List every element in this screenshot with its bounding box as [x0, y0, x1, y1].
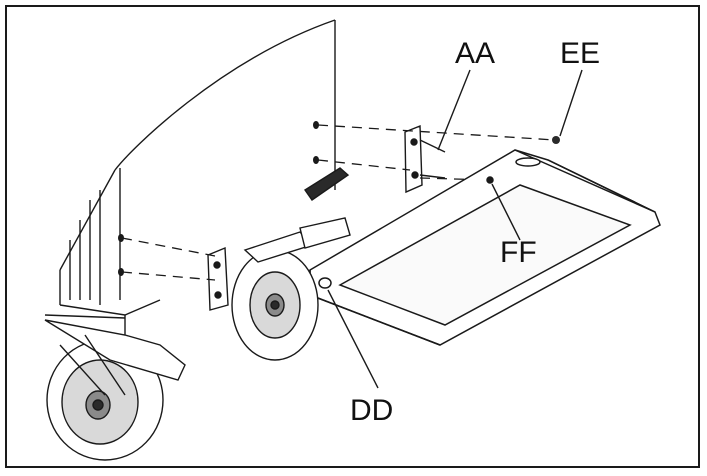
- callout-ff: FF: [500, 236, 537, 269]
- tray-shelf: [309, 149, 661, 346]
- left-bracket: [207, 246, 229, 311]
- callout-ee: EE: [560, 37, 600, 70]
- panel-holes: [118, 121, 319, 276]
- leader-lines: [327, 69, 583, 389]
- caster-wheel-left: [44, 319, 186, 461]
- caster-wheel-middle: [231, 167, 351, 361]
- callout-aa: AA: [455, 37, 495, 70]
- screw-ee: [552, 136, 560, 144]
- back-bracket: [404, 124, 446, 194]
- callout-dd: DD: [350, 394, 393, 427]
